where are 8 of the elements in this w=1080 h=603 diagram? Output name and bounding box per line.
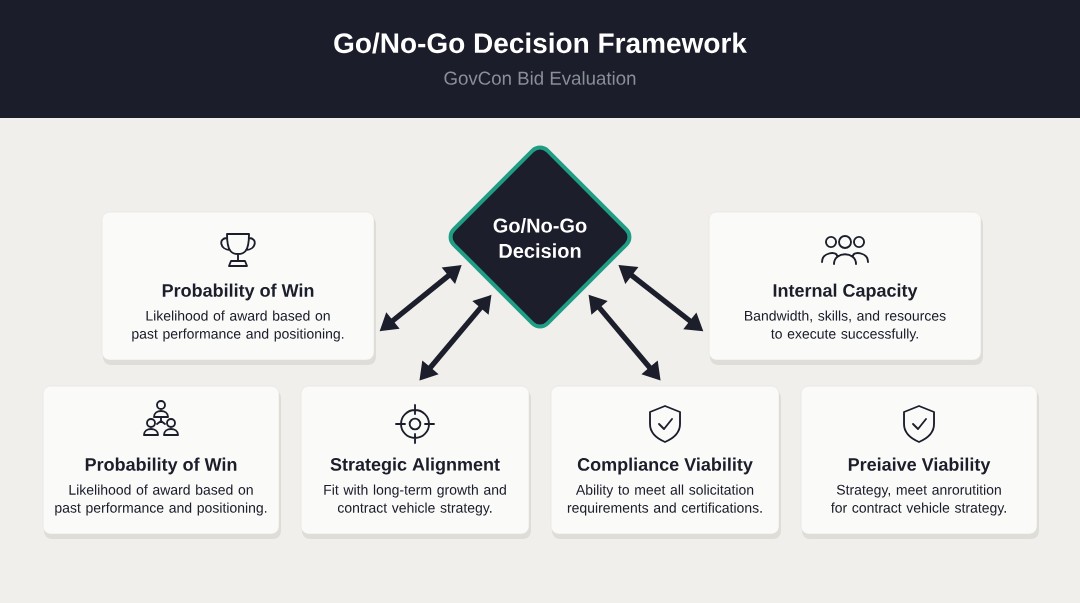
card: Strategic Alignment Fit with long-term growth and contract vehicle strategy. (300, 385, 531, 539)
card: Preiaive Viability Strategy, meet anrorutition for contract vehicle strategy. (800, 385, 1039, 539)
title: Go/No-Go Decision Framework (334, 32, 747, 54)
card: Probability of Win Likelihood of award based on past performance and positioning. (101, 211, 376, 365)
card: Probability of Win Likelihood of award based on past performance and positioning. (42, 385, 281, 539)
subtitle: GovCon Bid Evaluation (444, 71, 636, 85)
card: Internal Capacity Bandwidth, skills, and resources to execute successfully. (708, 211, 983, 365)
card: Compliance Viability Ability to meet all solicitation requirements and certifications. (550, 385, 781, 539)
